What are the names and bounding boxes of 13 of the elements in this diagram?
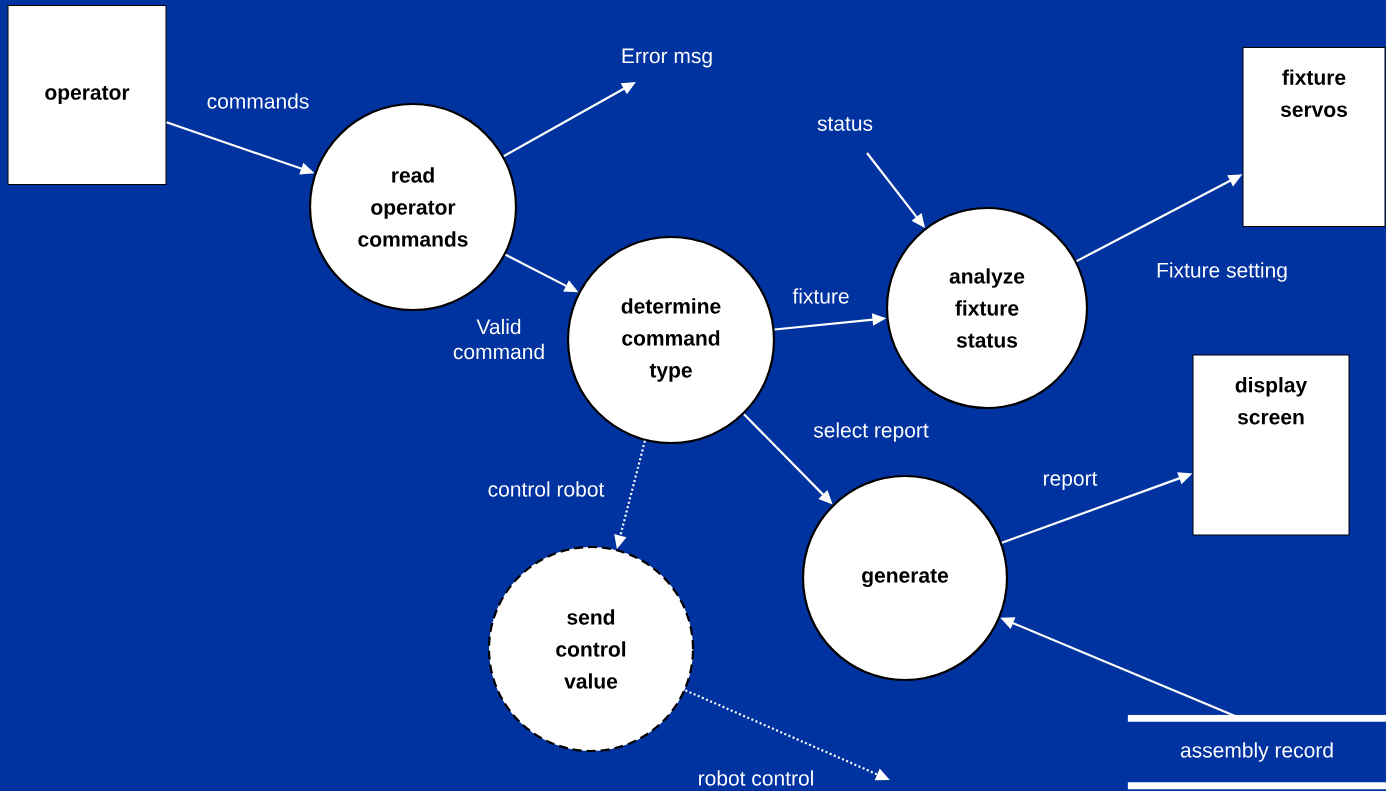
edge-label: Fixture setting [1154,260,1290,284]
edge-label: control robot [485,479,607,499]
data-store: assembly record [1127,714,1386,790]
edge-label: fixture [790,286,852,306]
edge-label: select report [811,420,931,444]
external-entity-box: fixture servos [1242,47,1386,227]
external-entity-box: display screen [1192,354,1350,536]
external-entity-box: operator [7,5,167,185]
edge-label: report [1040,470,1100,492]
edge-label: Valid command [442,316,556,362]
node-label: assembly record [1180,742,1333,762]
edge-label: robot control [695,768,817,788]
edge-label: status [815,115,876,133]
